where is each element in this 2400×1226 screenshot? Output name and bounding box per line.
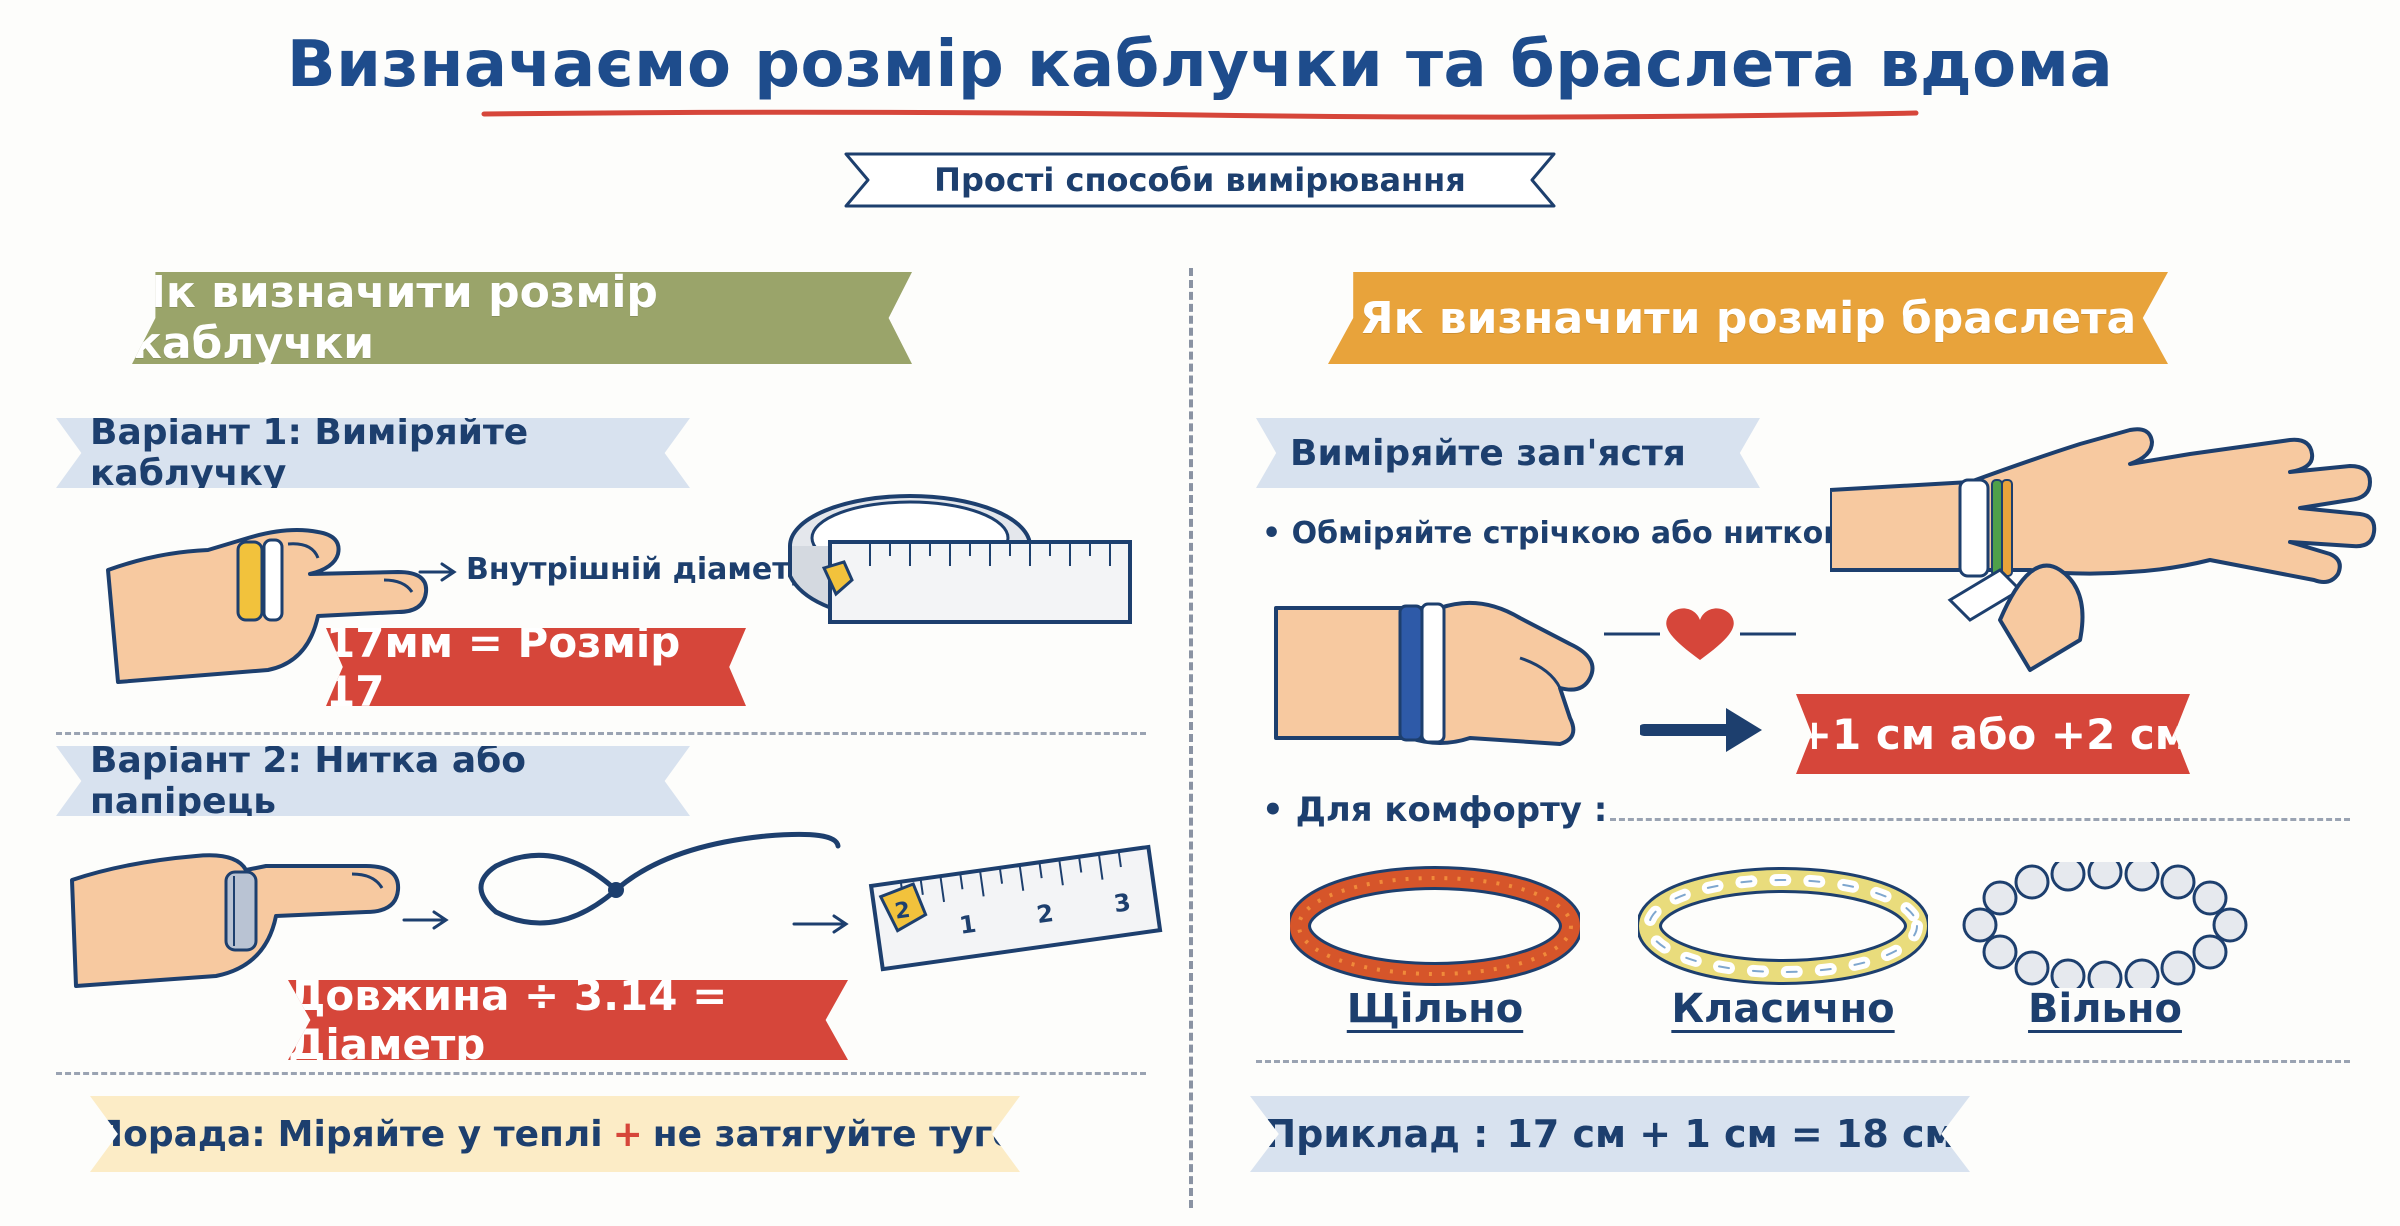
fit-label-classic: Класично: [1671, 986, 1895, 1032]
measure-bullet: • Обміряйте стрічкою або ниткою: [1262, 516, 1853, 551]
ruler-mark-1: 1: [958, 910, 978, 940]
inner-diameter-label: Внутрішній діаметр: [466, 552, 812, 587]
bracelet-section-banner: Як визначити розмір браслета: [1328, 272, 2168, 364]
example-separator: [1256, 1060, 2350, 1063]
ruler-icon: 2 1 2 3: [868, 844, 1163, 972]
fit-label-loose: Вільно: [2028, 986, 2182, 1032]
ring-option1-label: Варіант 1: Виміряйте каблучку: [56, 418, 690, 488]
hand-measuring-wrist-icon: [1830, 427, 2377, 672]
center-divider: [1189, 268, 1193, 1208]
tip-part1: Міряйте у теплі: [277, 1113, 603, 1155]
ruler-mark-2: 2: [1035, 899, 1055, 929]
arrow-right-icon: [402, 910, 449, 930]
subtitle: Прості способи вимірювання: [934, 161, 1466, 199]
tip-separator: [56, 1072, 1146, 1075]
tip-prefix: Порада:: [92, 1113, 266, 1155]
tip-part2: не затягуйте туго: [652, 1113, 1017, 1155]
ruler-badge-number: 2: [893, 898, 912, 925]
ring-on-ruler-icon: [788, 494, 1132, 625]
example-prefix: Приклад :: [1264, 1112, 1489, 1156]
loose-bracelet-icon: [1962, 862, 2248, 988]
arrow-right-icon: [418, 562, 457, 582]
comfort-separator: [1610, 818, 2350, 821]
tight-bracelet-icon: [1290, 866, 1580, 986]
arrow-right-icon: [792, 914, 849, 934]
classic-bracelet-icon: [1638, 867, 1928, 985]
add-length-result: +1 см або +2 см: [1796, 694, 2190, 774]
title-underline: [481, 109, 1919, 120]
heart-icon: [1604, 608, 1796, 660]
example-formula: 17 см + 1 см = 18 см: [1506, 1112, 1956, 1156]
ring-size-result: 17мм = Розмір 17: [326, 628, 746, 706]
ring-section-separator: [56, 732, 1146, 735]
tip-plus: +: [612, 1113, 643, 1155]
comfort-bullet: • Для комфорту :: [1262, 790, 1608, 830]
page-title: Визначаємо розмір каблучки та браслета в…: [286, 28, 2114, 102]
finger-with-ring-icon: [106, 528, 429, 684]
ring-section-banner: Як визначити розмір каблучки: [132, 272, 912, 364]
arrow-right-bold-icon: [1640, 708, 1762, 752]
thread-loop-icon: [478, 831, 841, 926]
diameter-formula: Довжина ÷ 3.14 = Діаметр: [288, 980, 848, 1060]
fit-label-tight: Щільно: [1346, 986, 1524, 1032]
wrist-with-tape-icon: [1274, 600, 1595, 746]
ruler-mark-3: 3: [1112, 888, 1132, 918]
ring-tip: Порада: Міряйте у теплі + не затягуйте т…: [90, 1096, 1020, 1172]
bracelet-example: Приклад : 17 см + 1 см = 18 см: [1250, 1096, 1970, 1172]
ring-option2-label: Варіант 2: Нитка або папірець: [56, 746, 690, 816]
finger-with-thread-icon: [70, 853, 401, 988]
measure-wrist-label: Виміряйте зап'ястя: [1256, 418, 1760, 488]
subtitle-ribbon: Прості способи вимірювання: [840, 148, 1560, 212]
